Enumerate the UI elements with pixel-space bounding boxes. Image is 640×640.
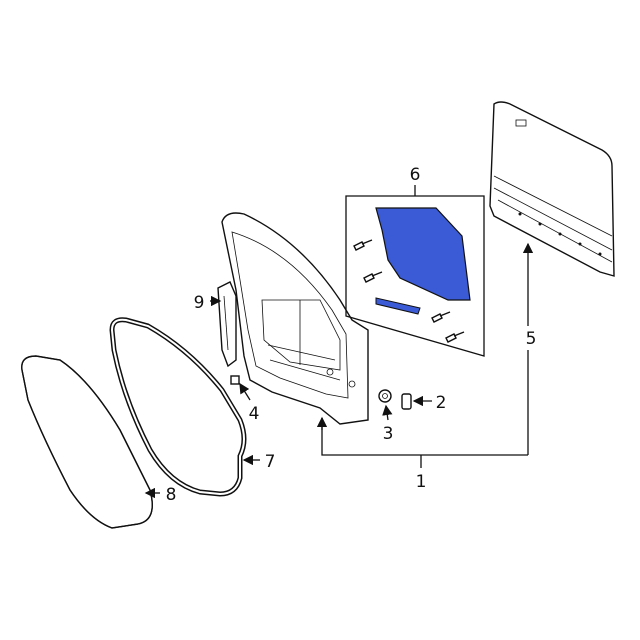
plug-part [401,393,412,410]
outer-panel-part [489,101,615,277]
watershield-kit-box [345,195,485,357]
callout-1: 1 [416,472,427,492]
outer-weatherstrip-part [21,355,153,529]
inner-weatherstrip-part [109,317,247,497]
bracket-part [217,281,237,368]
callout-5: 5 [526,329,537,349]
callout-6: 6 [410,165,421,185]
door-shell-part [221,212,369,425]
clip-part [230,375,240,385]
callout-2: 2 [436,393,447,413]
callout-9: 9 [194,293,205,313]
callout-3: 3 [383,424,394,444]
bolts [353,239,465,343]
watershield-part-highlight [375,207,471,301]
callout-8: 8 [166,485,177,505]
leader-lines [144,185,534,499]
nut-part [378,389,392,403]
callout-7: 7 [265,452,276,472]
seal-strip-part-highlight [375,297,421,315]
callout-4: 4 [249,404,260,424]
